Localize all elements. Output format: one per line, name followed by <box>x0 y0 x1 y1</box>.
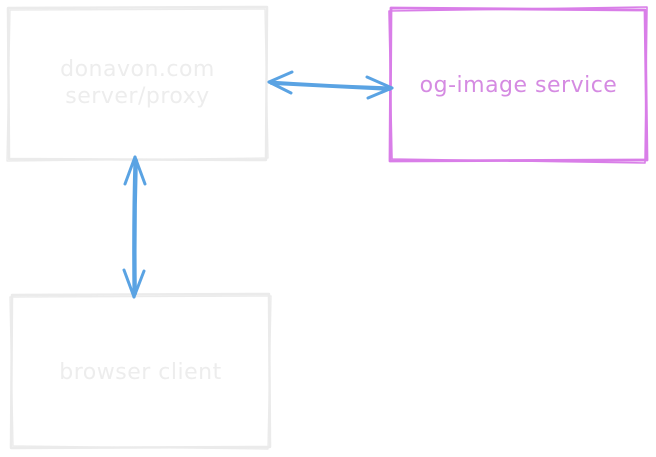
og-image-service-box <box>388 6 649 164</box>
server-service-arrow <box>267 70 394 100</box>
server-proxy-label: donavon.com server/proxy <box>8 56 267 110</box>
og-image-service-label: og-image service <box>419 73 618 98</box>
server-proxy-label-line1: donavon.com <box>60 57 215 82</box>
server-proxy-box <box>6 5 269 162</box>
browser-client-label: browser client <box>59 360 222 385</box>
browser-client-box <box>9 292 272 450</box>
server-client-arrow <box>122 155 147 299</box>
server-proxy-label-line2: server/proxy <box>65 84 210 109</box>
